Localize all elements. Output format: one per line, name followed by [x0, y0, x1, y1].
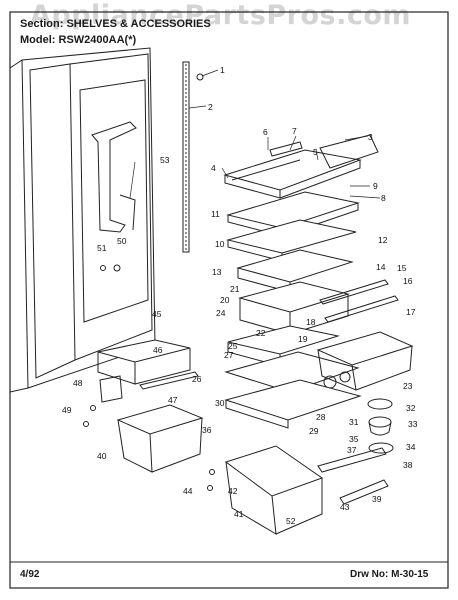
callout: 8 — [381, 193, 386, 203]
callout: 51 — [97, 243, 107, 253]
callout: 46 — [153, 345, 163, 355]
callout: 9 — [373, 181, 378, 191]
callout: 43 — [340, 502, 350, 512]
callout: 28 — [316, 412, 326, 422]
callout: 6 — [263, 127, 268, 137]
callout: 13 — [212, 267, 222, 277]
callout: 4 — [211, 163, 216, 173]
callout: 2 — [208, 102, 213, 112]
callout: 18 — [306, 317, 316, 327]
footer-date: 4/92 — [20, 569, 40, 580]
callout: 15 — [397, 263, 407, 273]
callout: 1 — [220, 65, 225, 75]
callout: 50 — [117, 236, 127, 246]
callout: 25 — [228, 341, 238, 351]
callout: 38 — [403, 460, 413, 470]
callout: 12 — [378, 235, 388, 245]
callout: 48 — [73, 378, 83, 388]
model-value: RSW2400AA(*) — [58, 34, 137, 46]
callout: 40 — [97, 451, 107, 461]
callout: 34 — [406, 442, 416, 452]
callout: 41 — [234, 509, 244, 519]
callout: 37 — [347, 445, 357, 455]
leader-lines — [129, 69, 381, 199]
callout: 5 — [313, 147, 318, 157]
callout: 33 — [408, 419, 418, 429]
callout: 30 — [215, 398, 225, 408]
callout: 44 — [183, 486, 193, 496]
footer-drawing: Drw No: M-30-15 — [350, 569, 428, 580]
callout: 31 — [349, 417, 359, 427]
watermark: AppliancePartsPros.com — [30, 0, 412, 31]
model-label: Model: — [20, 34, 56, 46]
callout: 11 — [211, 209, 220, 219]
callout: 26 — [192, 374, 202, 384]
callout: 14 — [376, 262, 386, 272]
shelves-drawing — [83, 73, 414, 535]
callout: 39 — [372, 494, 382, 504]
callout: 21 — [230, 284, 240, 294]
diagram-frame — [9, 11, 449, 589]
callout: 19 — [298, 334, 308, 344]
callout: 23 — [403, 381, 413, 391]
callout: 27 — [224, 350, 234, 360]
drawing-label: Drw No: — [350, 569, 389, 580]
section-label: Section: — [20, 18, 64, 30]
callout: 52 — [286, 516, 296, 526]
cabinet-drawing — [9, 47, 190, 393]
callout: 29 — [309, 426, 319, 436]
callout: 3 — [368, 132, 373, 142]
callout: 22 — [256, 328, 266, 338]
callout: 49 — [62, 405, 72, 415]
callout: 16 — [403, 276, 413, 286]
callout: 7 — [292, 126, 297, 136]
callout: 45 — [152, 309, 162, 319]
callout: 24 — [216, 308, 226, 318]
section-value: SHELVES & ACCESSORIES — [66, 18, 211, 30]
callout: 35 — [349, 434, 359, 444]
callout: 32 — [406, 403, 416, 413]
callout: 17 — [406, 307, 416, 317]
callout-labels: 1 2 3 4 5 6 7 8 9 10 11 12 13 14 15 16 1… — [62, 65, 418, 526]
callout: 53 — [160, 155, 170, 165]
callout: 42 — [228, 486, 238, 496]
drawing-number: M-30-15 — [391, 569, 429, 580]
callout: 20 — [220, 295, 230, 305]
callout: 10 — [215, 239, 225, 249]
model-header: Model: RSW2400AA(*) — [20, 34, 136, 46]
callout: 36 — [202, 425, 212, 435]
callout: 47 — [168, 395, 178, 405]
section-header: Section: SHELVES & ACCESSORIES — [20, 18, 211, 30]
